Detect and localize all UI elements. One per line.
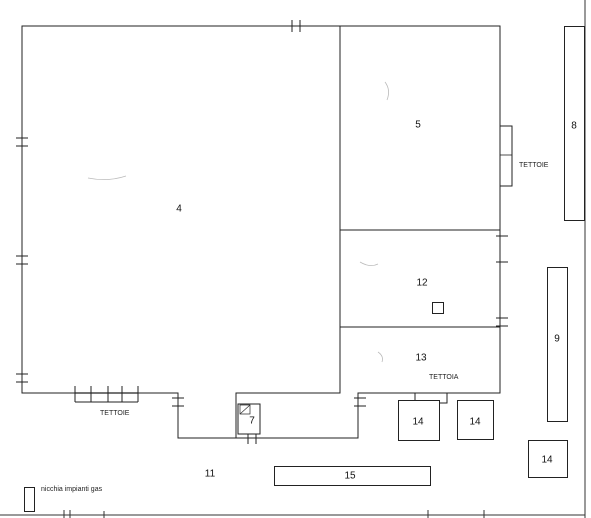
building-15 [274,466,431,486]
building-14-c [528,440,568,478]
room-label-14-c: 14 [541,454,553,466]
building-14-b [457,400,494,440]
room-label-13: 13 [415,352,427,364]
building-8 [564,26,585,221]
room-label-7: 7 [249,415,255,427]
building-4-outline [21,25,341,439]
room-label-15: 15 [344,470,356,482]
scan-smudges [87,81,389,363]
room-label-14-b: 14 [469,416,481,428]
gas-niche-label: nicchia impianti gas [41,486,103,493]
door-ticks [16,20,508,444]
gas-niche [24,487,35,512]
room-label-5: 5 [415,119,421,131]
room-label-11: 11 [204,468,216,480]
annex-7 [237,403,261,435]
room-label-4: 4 [176,203,182,215]
tettoia-label: TETTOIA [429,374,459,381]
stair-symbol [239,404,251,415]
stair-12-symbol [432,302,444,314]
tettoie-right-label: TETTOIE [519,162,549,169]
tettoie-left-label: TETTOIE [100,410,130,417]
stair-diagonal [239,404,251,415]
room-label-8: 8 [571,120,577,132]
tettoie-right-structure [499,125,513,187]
building-14-a [398,400,440,441]
building-13-outline [236,326,501,439]
room-label-14-a: 14 [412,416,424,428]
room-label-12: 12 [416,277,428,289]
room-label-9: 9 [554,333,560,345]
boundary-ticks [63,510,485,518]
building-9 [547,267,568,422]
